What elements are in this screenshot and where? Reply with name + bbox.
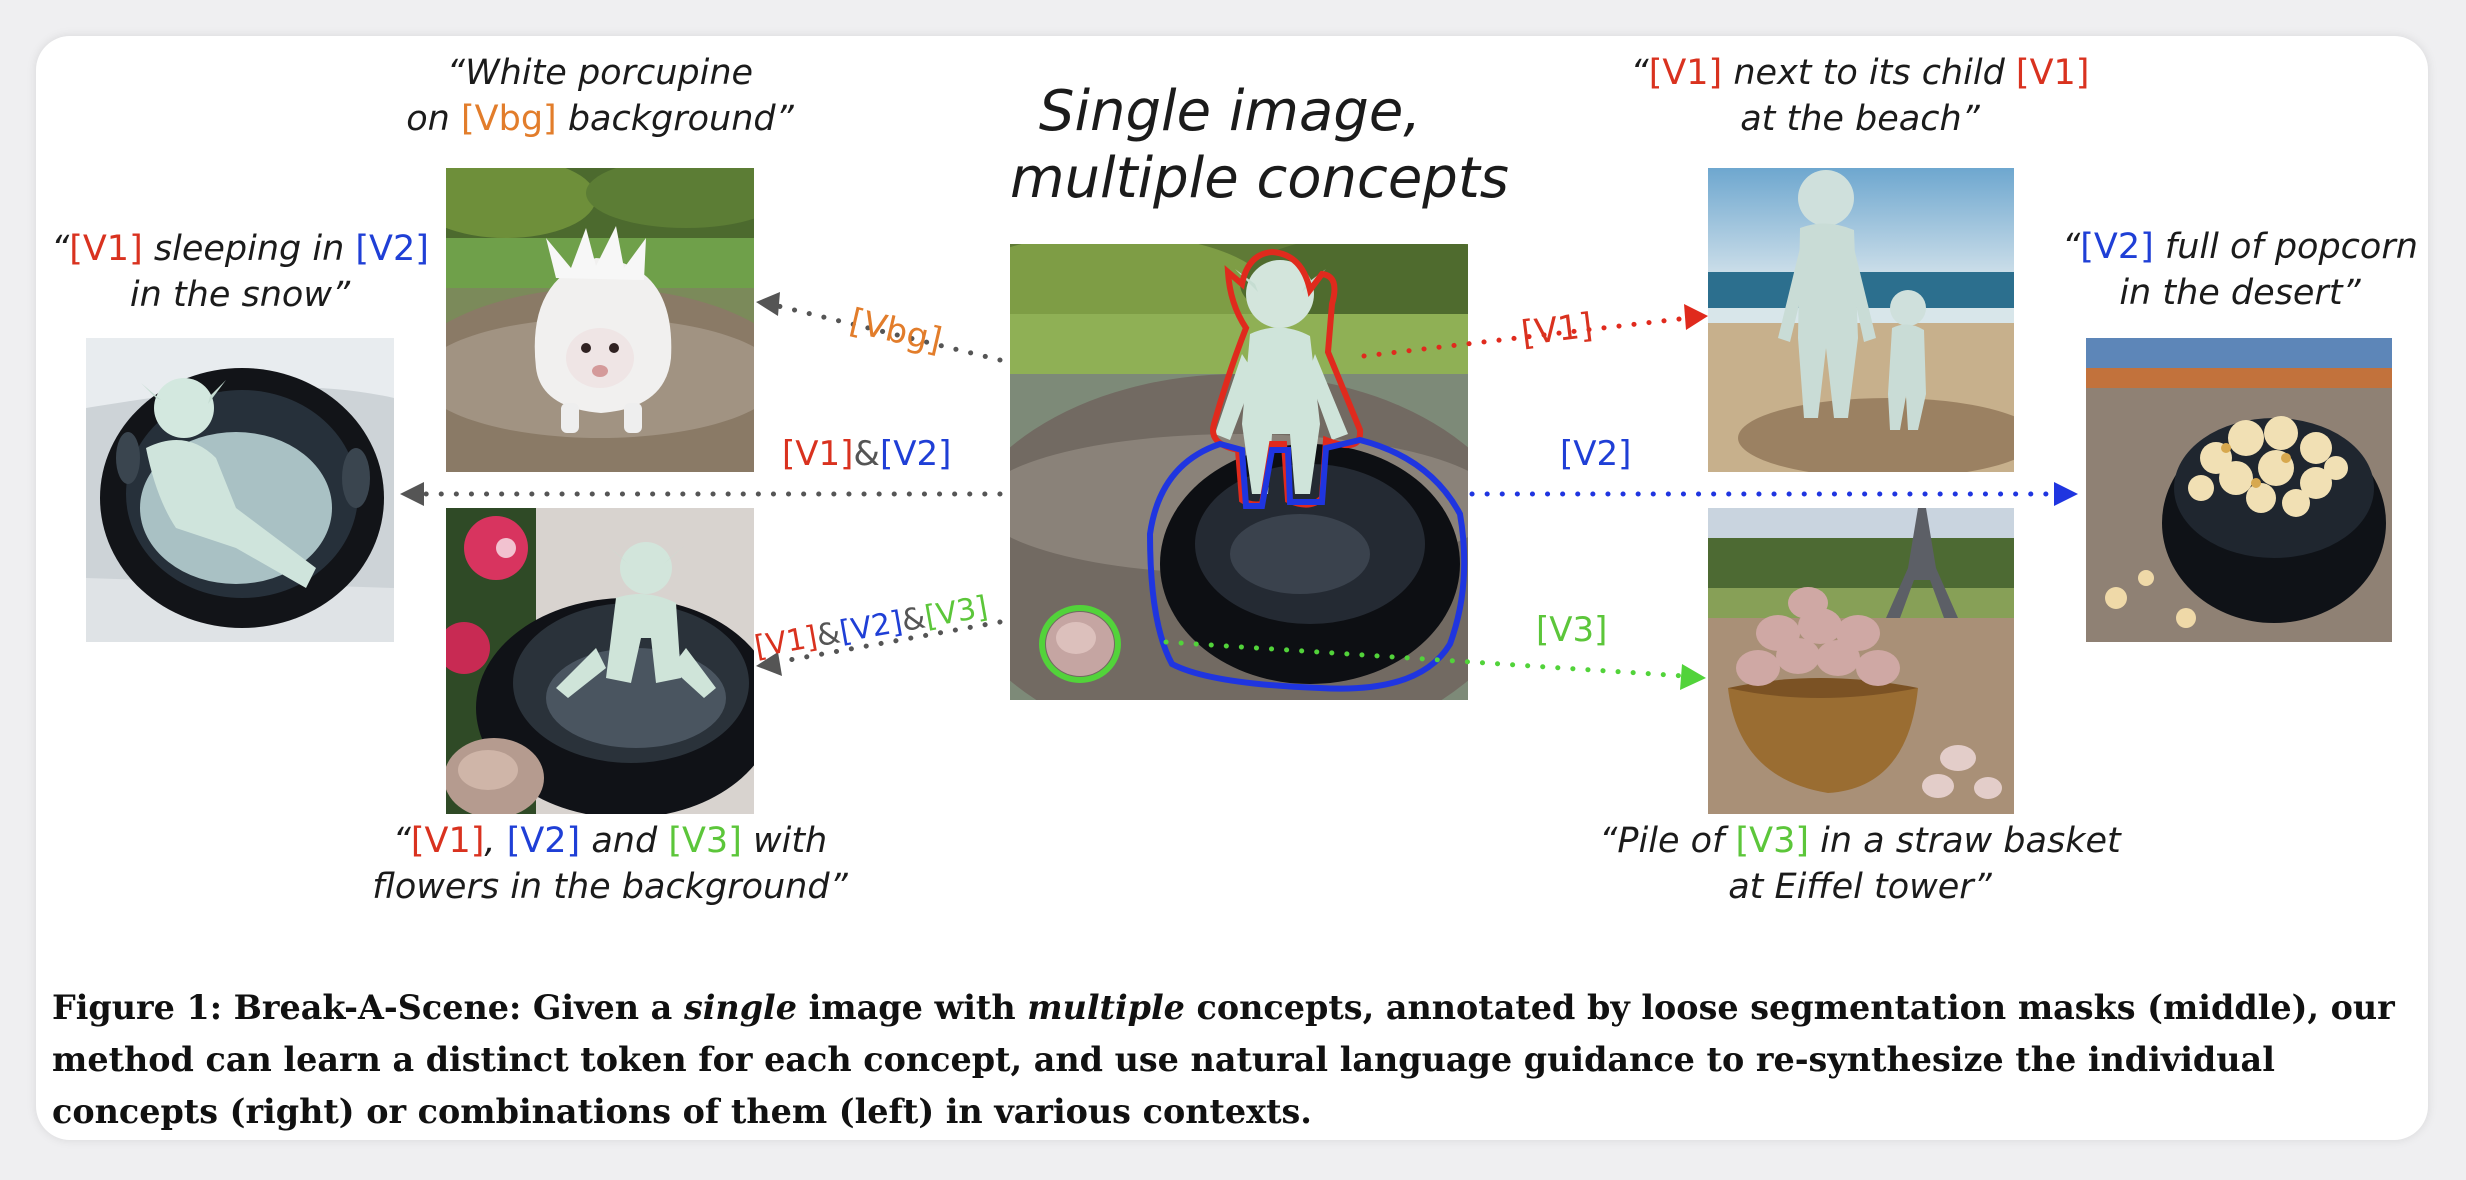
caption-rest: concepts, annotated by loose segmentatio…: [52, 988, 2395, 1131]
token-v1: [V1]: [782, 434, 854, 474]
token-v1: [V1]: [1648, 53, 1723, 93]
caption-prefix: Figure 1: Break-A-Scene: Given a: [52, 988, 684, 1027]
prompt-text: flowers in the background”: [372, 867, 848, 908]
arrow-label-v1-v2: [V1]&[V2]: [782, 434, 951, 474]
token-v2: [V2]: [879, 434, 952, 474]
arrow-label-v3: [V3]: [1536, 610, 1608, 650]
image-white-porcupine: [446, 168, 754, 472]
prompt-text: “Pile of: [1599, 821, 1736, 861]
quote-open: “: [2062, 227, 2081, 267]
prompt-text: White porcupine: [465, 53, 754, 93]
arrowhead-v1-v2-v3: [756, 652, 782, 676]
mask-v2: [1146, 436, 1468, 692]
title-rest: concepts: [1238, 146, 1509, 212]
image-sleeping-snow: [86, 338, 394, 642]
caption-emph-single: single: [683, 988, 797, 1027]
prompt-text: in the snow”: [129, 275, 351, 316]
figure-caption: Figure 1: Break-A-Scene: Given a single …: [52, 982, 2422, 1138]
title-line-2: multiple concepts: [1010, 145, 1509, 212]
prompt-popcorn: “[V2] full of popcorn in the desert”: [2040, 224, 2440, 316]
token-vbg: [Vbg]: [461, 99, 557, 140]
arrowhead-v1: [1684, 304, 1708, 330]
arrowhead-v1-v2: [400, 482, 424, 506]
image-flowers-background: [446, 508, 754, 814]
image-beach: [1708, 168, 2014, 472]
prompt-text: on: [406, 99, 461, 140]
prompt-flowers: “[V1], [V2] and [V3] with flowers in the…: [350, 818, 870, 910]
token-v2: [V2]: [355, 229, 429, 269]
prompt-text: with: [741, 821, 828, 861]
quote-open: “: [446, 53, 466, 93]
token-v2: [V2]: [506, 821, 581, 861]
caption-mid: image with: [796, 988, 1028, 1027]
image-eiffel-basket: [1708, 508, 2014, 814]
prompt-text: and: [580, 821, 669, 861]
token-v1: [V1]: [2015, 53, 2090, 93]
image-sleeping-snow-art: [86, 338, 394, 642]
prompt-text: ,: [484, 821, 507, 861]
prompt-beach: “[V1] next to its child [V1] at the beac…: [1610, 50, 2110, 142]
token-v3: [V3]: [668, 821, 742, 861]
prompt-porcupine: “White porcupine on [Vbg] background”: [400, 50, 800, 142]
quote-open: “: [1630, 53, 1649, 93]
quote-open: “: [51, 229, 70, 269]
image-popcorn-desert: [2086, 338, 2392, 642]
arrowhead-v3: [1680, 664, 1706, 690]
arrow-v1: [1361, 315, 1691, 359]
prompt-text: background”: [556, 99, 794, 140]
image-flowers-background-art: [446, 508, 754, 814]
arrow-label-v2: [V2]: [1560, 434, 1632, 474]
caption-emph-multiple: multiple: [1027, 988, 1185, 1027]
token-v1: [V1]: [69, 229, 143, 269]
image-popcorn-desert-art: [2086, 338, 2392, 642]
token-v1: [V1]: [410, 821, 485, 861]
ampersand: &: [853, 434, 880, 474]
prompt-text: full of popcorn: [2153, 227, 2418, 267]
title-line-1: Single image,: [1038, 79, 1422, 144]
prompt-sleeping: “[V1] sleeping in [V2] in the snow”: [40, 226, 440, 318]
prompt-text: in a straw basket: [1809, 821, 2121, 861]
prompt-basket: “Pile of [V3] in a straw basket at Eiffe…: [1570, 818, 2150, 910]
prompt-text: at Eiffel tower”: [1728, 867, 1992, 908]
image-input-scene: [1010, 244, 1468, 700]
figure-title: Single image, multiple concepts: [1010, 78, 1509, 212]
arrowhead-vbg: [756, 292, 780, 316]
quote-open: “: [392, 821, 411, 861]
prompt-text: next to its child: [1722, 53, 2016, 93]
prompt-text: in the desert”: [2119, 273, 2361, 314]
mask-v3: [1039, 605, 1121, 683]
token-v2: [V2]: [2080, 227, 2154, 267]
arrowhead-v2: [2054, 482, 2078, 506]
image-white-porcupine-art: [446, 168, 754, 472]
prompt-text: sleeping in: [142, 229, 356, 269]
title-emph: multiple: [1010, 146, 1239, 212]
prompt-text: at the beach”: [1740, 99, 1980, 140]
image-beach-art: [1708, 168, 2014, 472]
image-eiffel-basket-art: [1708, 508, 2014, 814]
token-v3: [V3]: [1735, 821, 1810, 861]
image-input-scene-art: [1010, 244, 1468, 700]
